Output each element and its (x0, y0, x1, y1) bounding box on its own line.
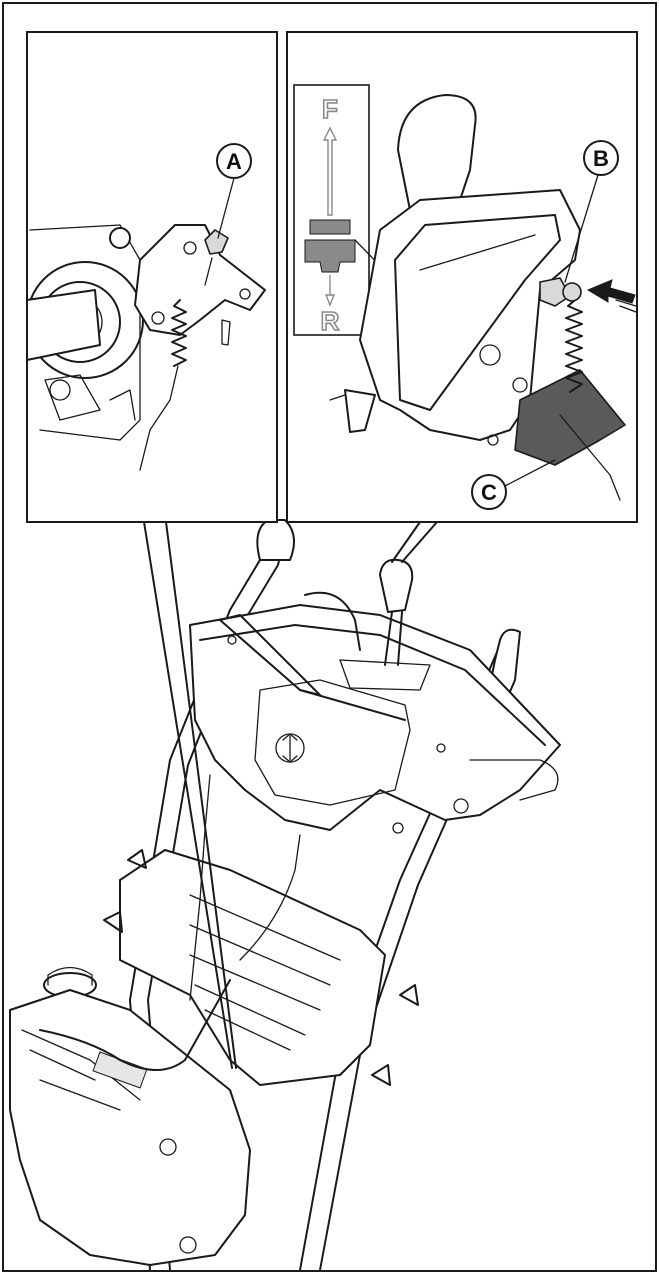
tension-spring-b (565, 299, 583, 393)
housing-bolt (49, 379, 71, 401)
arrow-tail-lines (615, 299, 637, 313)
lower-lever (109, 389, 136, 421)
callout-a-label: A (226, 149, 242, 174)
leader-line-a-right (165, 521, 237, 1069)
bracket-hole (183, 241, 197, 255)
shift-gate (339, 659, 431, 691)
engine-detail (21, 1029, 141, 1111)
shift-knob (397, 94, 477, 226)
cover-ribs (189, 894, 341, 1051)
roller (109, 227, 131, 249)
housing-hole (479, 344, 501, 366)
forward-label: F (322, 94, 338, 124)
mount-bolt (344, 389, 376, 433)
gate-line (419, 234, 536, 271)
left-handle-grip (256, 519, 295, 561)
callout-c-leader (504, 459, 556, 487)
console-bolt (453, 798, 469, 814)
engine-bolt (159, 1138, 177, 1156)
housing-outline (29, 224, 141, 441)
shift-lever-knob (379, 558, 414, 613)
adjustment-nut-a (204, 229, 229, 255)
detail-inset-a: A (26, 31, 278, 523)
axle-shaft (26, 289, 101, 361)
callout-b-label: B (593, 146, 609, 171)
handle-knob-right (371, 1064, 391, 1086)
lower-bracket (44, 374, 101, 421)
cable-left (189, 774, 211, 1001)
plate-cable (559, 414, 621, 501)
leader-line-a-left (143, 521, 233, 1069)
callout-c-label: C (481, 480, 497, 505)
snowblower-main-view (9, 519, 561, 1271)
engine-cover (119, 849, 386, 1086)
shift-gate-slot (394, 214, 561, 411)
callout-b-circle (583, 140, 619, 176)
forward-arrow (322, 126, 338, 216)
console-top-edge (199, 624, 546, 746)
engine-bolt (179, 1236, 197, 1254)
leader-line-b-left (391, 521, 421, 563)
control-console (189, 604, 561, 831)
housing-hole (487, 434, 499, 446)
bracket-hole (151, 311, 165, 325)
control-cable-to-engine (39, 979, 231, 1071)
engine-body (9, 989, 251, 1266)
chute-crank-rod (304, 591, 361, 651)
leader-line-b-right (401, 521, 438, 563)
reverse-label: R (321, 306, 340, 336)
handle-knob-left (127, 849, 147, 869)
callout-b-leader (564, 174, 599, 283)
brand-logo-mark (282, 733, 298, 763)
spring-cable (139, 365, 179, 471)
machine-silhouette-icon (304, 239, 356, 273)
bracket-plate-c (514, 369, 626, 466)
console-front-panel (254, 679, 411, 806)
housing-hole (512, 377, 528, 393)
bracket-plate (134, 224, 266, 336)
handle-knob-left (103, 911, 123, 933)
loose-bolt (221, 319, 231, 346)
callout-c-circle (471, 474, 507, 510)
handle-knob-right (399, 984, 419, 1006)
mount-bolt-tip (329, 394, 346, 401)
neutral-block (309, 219, 351, 235)
console-bolt (392, 822, 404, 834)
spring-eye (562, 282, 582, 302)
shift-lever-shaft (384, 611, 403, 666)
adjustment-nut-b (539, 277, 571, 307)
fuel-cap-top (47, 966, 93, 986)
push-direction-arrow (586, 279, 636, 304)
cable-middle (239, 834, 301, 961)
callout-a-leader (217, 177, 235, 239)
console-bolt (227, 635, 237, 645)
bracket-hole (239, 288, 251, 300)
console-bolt (436, 743, 446, 753)
adjustment-bolt (204, 257, 213, 286)
detail-inset-bc: F R B C (286, 31, 638, 523)
drive-lever-bar (299, 689, 406, 721)
tension-spring (171, 299, 187, 367)
right-cable (469, 759, 559, 801)
reverse-arrow (324, 275, 336, 307)
